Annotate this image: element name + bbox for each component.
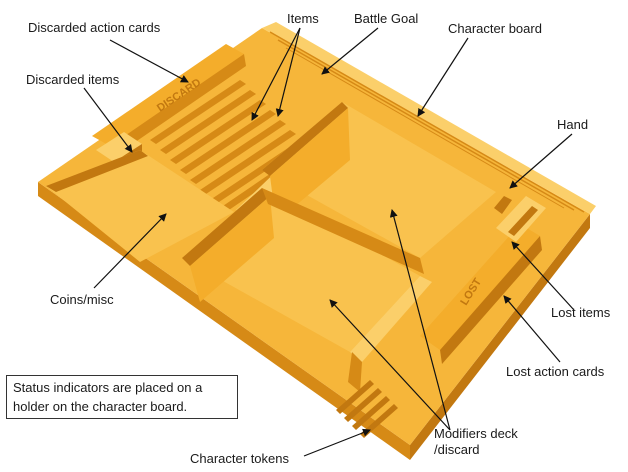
arrow-coins-misc: [93, 213, 167, 289]
note-line1: Status indicators are placed on a: [13, 380, 203, 395]
coins-misc-well: [46, 150, 234, 262]
character-board-rail: [262, 22, 596, 214]
discarded-items-box: [96, 132, 142, 162]
arrow-items-1: [251, 27, 301, 121]
lost-action-cards-slot: [420, 224, 540, 350]
discarded-action-cards-slot: [92, 44, 244, 146]
label-lost-items: Lost items: [551, 305, 611, 320]
arrow-lost-items: [511, 241, 575, 311]
label-lost-action-cards: Lost action cards: [506, 364, 605, 379]
label-character-tokens: Character tokens: [190, 451, 289, 466]
arrow-modifiers-deck-lower: [329, 299, 451, 431]
label-items: Items: [287, 11, 319, 26]
label-modifiers-deck: Modifiers deck /discard: [434, 426, 518, 458]
hand-slot: [494, 196, 512, 214]
arrow-character-board: [417, 37, 469, 117]
tray-front-right-side: [410, 214, 590, 460]
label-modifiers-deck-line1: Modifiers deck: [434, 426, 518, 441]
arrow-battle-goal: [321, 27, 379, 75]
note-line2: holder on the character board.: [13, 399, 188, 414]
right-divider-ramp: [350, 276, 432, 362]
label-battle-goal: Battle Goal: [354, 11, 419, 26]
arrow-character-tokens: [303, 428, 371, 457]
arrow-items-2: [275, 27, 301, 117]
label-modifiers-deck-line2: /discard: [434, 442, 480, 457]
callout-arrows: [83, 27, 575, 457]
label-discarded-items: Discarded items: [26, 72, 120, 87]
label-discarded-action-cards: Discarded action cards: [28, 20, 161, 35]
arrow-hand: [509, 133, 573, 189]
status-indicators-note: Status indicators are placed on a holder…: [6, 375, 238, 419]
arrow-discarded-action-cards: [109, 39, 189, 83]
arrow-lost-action-cards: [503, 295, 561, 363]
label-coins-misc: Coins/misc: [50, 292, 114, 307]
arrow-modifiers-deck-upper: [389, 209, 451, 431]
label-hand: Hand: [557, 117, 589, 132]
label-character-board: Character board: [448, 21, 542, 36]
arrow-discarded-items: [83, 87, 133, 153]
